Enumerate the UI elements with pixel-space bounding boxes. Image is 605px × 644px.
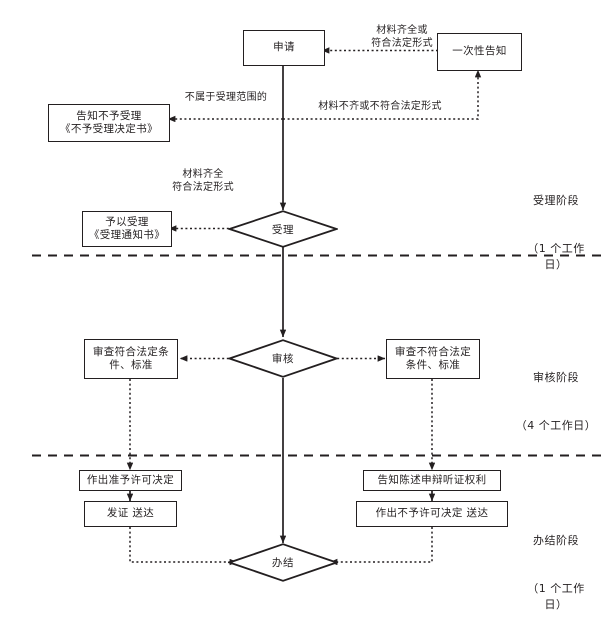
node-refuse-permit-deliver-label: 作出不予许可决定 送达 <box>375 507 489 520</box>
node-grant-permit-decision-label: 作出准予许可决定 <box>86 473 175 486</box>
node-notify-reject-acceptance[interactable]: 告知不予受理 《不予受理决定书》 <box>48 104 170 142</box>
node-notify-hearing-rights-label: 告知陈述申辩听证权利 <box>377 473 487 486</box>
stage-label-acceptance: 受理阶段 （1 个工作 日） <box>512 161 600 304</box>
edge-label-materials-complete-legal: 材料齐全 符合法定形式 <box>172 169 234 193</box>
node-grant-acceptance-line1: 予以受理 <box>105 215 149 228</box>
node-review-pass[interactable]: 审查符合法定条 件、标准 <box>84 339 178 379</box>
node-acceptance-decision[interactable]: 受理 <box>228 210 338 248</box>
stage-label-acceptance-duration: （1 个工作 日） <box>527 241 585 271</box>
diamond-shape-completion <box>228 543 338 582</box>
node-grant-permit-decision[interactable]: 作出准予许可决定 <box>79 470 182 491</box>
stage-label-review: 审核阶段 （4 个工作日） <box>512 338 600 466</box>
node-completion[interactable]: 办结 <box>228 543 338 582</box>
node-issue-and-deliver[interactable]: 发证 送达 <box>84 501 177 527</box>
diamond-shape-acceptance <box>228 210 338 248</box>
node-review-pass-line2: 件、标准 <box>109 359 153 371</box>
stage-label-review-name: 审核阶段 <box>533 370 579 384</box>
node-completion-label: 办结 <box>271 557 295 569</box>
node-notify-reject-line1: 告知不予受理 <box>76 109 142 122</box>
node-review-fail-line1: 审查不符合法定 <box>394 345 472 358</box>
node-review-fail[interactable]: 审查不符合法定 条件、标准 <box>386 339 480 379</box>
node-issue-and-deliver-label: 发证 送达 <box>106 507 155 520</box>
node-application-label: 申请 <box>273 41 295 54</box>
node-grant-acceptance-line2: 《受理通知书》 <box>88 229 166 241</box>
node-one-time-notice-label: 一次性告知 <box>452 45 507 58</box>
node-acceptance-decision-label: 受理 <box>271 223 295 236</box>
node-review-pass-line1: 审查符合法定条 <box>92 345 170 358</box>
stage-label-completion-name: 办结阶段 <box>533 533 579 547</box>
node-application[interactable]: 申请 <box>243 30 325 66</box>
edge-refuse-to-completion <box>329 527 433 566</box>
edge-label-materials-incomplete: 材料不齐或不符合法定形式 <box>318 101 442 112</box>
node-review-decision[interactable]: 审核 <box>228 339 338 378</box>
stage-label-completion: 办结阶段 （1 个工作 日） <box>512 501 600 644</box>
node-notify-hearing-rights[interactable]: 告知陈述申辩听证权利 <box>363 470 501 491</box>
node-refuse-permit-deliver[interactable]: 作出不予许可决定 送达 <box>356 501 508 527</box>
node-review-fail-line2: 条件、标准 <box>405 359 461 371</box>
edge-issue-to-completion <box>129 527 238 566</box>
diamond-shape-review <box>228 339 338 378</box>
stage-label-acceptance-name: 受理阶段 <box>533 193 579 207</box>
edge-label-materials-complete-or-legal: 材料齐全或 符合法定形式 <box>371 25 433 49</box>
node-review-decision-label: 审核 <box>271 353 295 365</box>
stage-label-completion-duration: （1 个工作 日） <box>527 581 585 611</box>
flowchart-canvas: 申请 一次性告知 告知不予受理 《不予受理决定书》 予以受理 《受理通知书》 受… <box>32 25 601 611</box>
stage-label-review-duration: （4 个工作日） <box>515 418 597 432</box>
edge-label-not-in-scope: 不属于受理范围的 <box>184 92 268 103</box>
node-grant-acceptance[interactable]: 予以受理 《受理通知书》 <box>82 211 172 247</box>
node-notify-reject-line2: 《不予受理决定书》 <box>59 123 159 135</box>
